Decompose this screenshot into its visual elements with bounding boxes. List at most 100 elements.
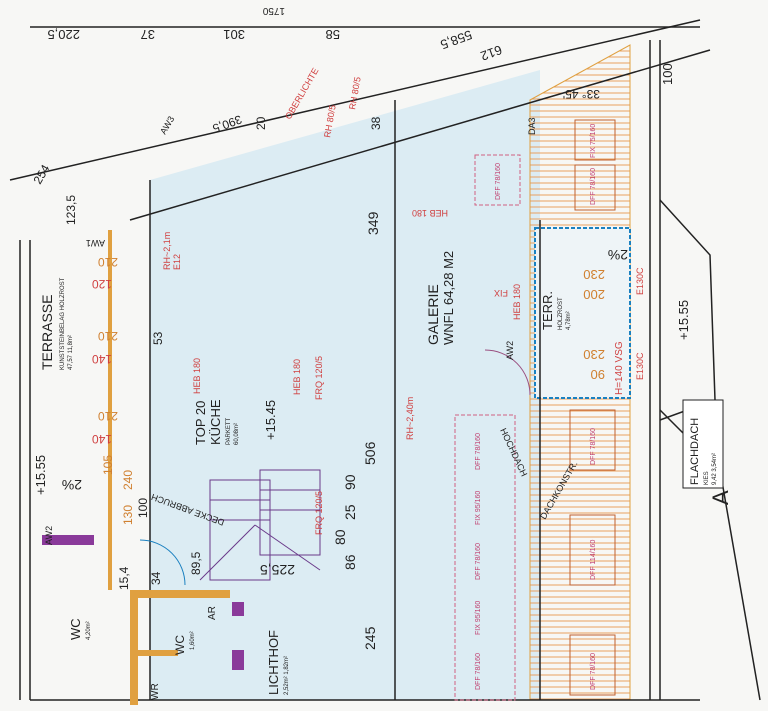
dim: 558,5 <box>438 27 474 52</box>
room-sub: KIES <box>704 471 710 485</box>
room-name: TERRASSE <box>39 295 55 370</box>
dim: 210 <box>98 255 118 269</box>
beam-label: HEB 180 <box>192 358 202 394</box>
level: +15.55 <box>33 455 48 495</box>
room-name: FLACHDACH <box>689 418 701 485</box>
door-swing-wc <box>139 539 186 586</box>
dim: 230 <box>583 347 605 362</box>
window-label: DFF 78/160 <box>590 168 597 205</box>
room-sub: KUNSTSTEINBELAG HOLZROST <box>60 277 66 370</box>
room-area: 47,57 11,8m² <box>68 335 74 370</box>
orange-walls <box>108 230 230 705</box>
room-top: TOP 20 <box>193 401 208 445</box>
label: E12 <box>172 254 182 270</box>
walls <box>9 19 761 701</box>
dim: 1750 <box>262 5 285 16</box>
dim: 25 <box>342 504 358 520</box>
room-name: TERR. <box>540 291 555 330</box>
window-label: DFF 78/160 <box>495 163 502 200</box>
dim: 254 <box>30 162 52 187</box>
dim: 105 <box>101 455 115 475</box>
room-area: 4,78m² <box>566 311 572 330</box>
interior-area <box>150 70 540 700</box>
room-sub: PARKETT <box>226 417 232 445</box>
dim: 200 <box>583 287 605 302</box>
middle-dimensions: 349 506 25 90 245 225,5 80 86 2% 2% <box>62 211 628 650</box>
door-label: AW1 <box>86 238 105 248</box>
room-area: 4,20m² <box>86 621 92 640</box>
level: +15.45 <box>263 400 278 440</box>
levels: +15.55 +15.45 +15.55 <box>33 300 691 495</box>
room-area: 1,60m² <box>190 631 196 650</box>
label: E130C <box>635 267 645 295</box>
purple-column <box>232 650 244 670</box>
label: AW3 <box>158 114 176 136</box>
dim: 123,5 <box>64 195 78 225</box>
room-terrasse: TERRASSE KUNSTSTEINBELAG HOLZROST 47,57 … <box>39 277 74 370</box>
dim: 34 <box>149 571 163 585</box>
room-sub: HOLZROST <box>558 297 564 330</box>
left-dimensions: 210 120 210 140 210 140 105 240 130 100 … <box>30 162 203 590</box>
flachdach-label-box <box>682 399 724 489</box>
terr-area <box>534 227 631 399</box>
window-labels: DFF 78/160 FIX 95/160 DFF 78/160 FIX 95/… <box>475 124 597 690</box>
dim: 301 <box>223 27 245 42</box>
window-label: FIX 95/160 <box>475 491 482 525</box>
room-area: 60,08m² <box>234 423 240 445</box>
dim: H=140 VSG <box>614 341 625 395</box>
window-label: DFF 78/160 <box>475 543 482 580</box>
window-label: DFF 78/160 <box>475 653 482 690</box>
label: DA3 <box>527 117 537 135</box>
level: +15.55 <box>676 300 691 340</box>
dim: 612 <box>479 42 505 64</box>
dim: 220,5 <box>47 27 80 42</box>
room-wc: WC 4,20m² <box>68 618 92 640</box>
dim: 210 <box>98 329 118 343</box>
dim: 80 <box>332 529 348 545</box>
dim: 140 <box>92 432 112 446</box>
purple-column <box>232 602 244 616</box>
label: RH~2,40m <box>405 397 415 440</box>
dim: 90 <box>591 367 605 382</box>
dim: 90 <box>342 474 358 490</box>
beam-label: HEB 180 <box>512 284 522 320</box>
room-name: WC <box>173 635 187 655</box>
dim: 38 <box>369 116 383 130</box>
dim: 33° 45' <box>563 87 600 101</box>
fix-label: FIX <box>494 288 508 298</box>
staircase <box>199 469 321 581</box>
dim: 100 <box>660 63 675 85</box>
window-label: DFF 78/160 <box>475 433 482 470</box>
dim: 240 <box>121 470 135 490</box>
dim: 89,5 <box>189 551 203 575</box>
door-label: AW2 <box>505 341 515 360</box>
room-name: WC <box>68 618 83 640</box>
room-kueche: TOP 20 KÜCHE PARKETT 60,08m² <box>193 399 240 445</box>
dim: 86 <box>342 554 358 570</box>
roof-windows <box>454 119 616 701</box>
dim: 230 <box>583 267 605 282</box>
room-terr: TERR. HOLZROST 4,78m² <box>540 291 572 330</box>
label: RH 80/5 <box>347 76 363 110</box>
beam-label: HEB 180 <box>292 359 302 395</box>
label: FRQ 120/5 <box>314 491 324 535</box>
slope: 2% <box>62 477 82 493</box>
window-label: DFF 114/160 <box>590 540 597 580</box>
room-wr: WR <box>150 683 161 700</box>
terr-dimensions: 230 200 230 90 H=140 VSG <box>583 267 625 395</box>
label: RH~2,1m <box>162 232 172 270</box>
room-area: 9,42 3,54m² <box>712 453 718 485</box>
dim: 506 <box>362 441 378 465</box>
beam-label: HEB 180 <box>412 208 448 218</box>
room-sub: WNFL 64,28 M2 <box>441 251 456 345</box>
window-label: FIX 75/160 <box>590 124 597 158</box>
dim: 20 <box>254 116 268 130</box>
window-label: DFF 78/160 <box>590 428 597 465</box>
dim: 37 <box>141 27 155 42</box>
window-label: DFF 78/160 <box>590 653 597 690</box>
slope: 2% <box>608 247 628 263</box>
label: E130C <box>635 352 645 380</box>
room-name: GALERIE <box>425 284 441 345</box>
